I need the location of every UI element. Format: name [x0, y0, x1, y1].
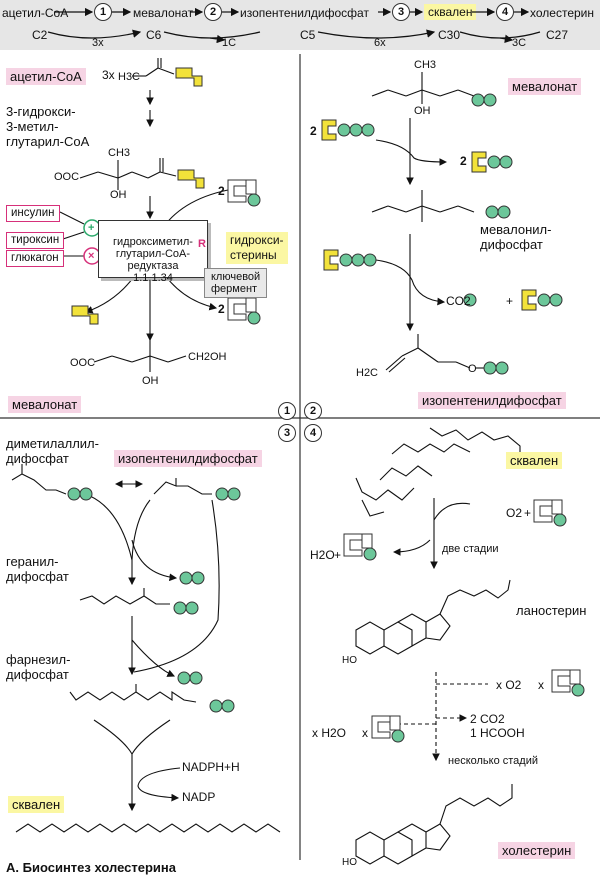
section-badge-4: 4	[304, 424, 322, 442]
mevalonate-oh2: OH	[414, 105, 431, 117]
lanosterol-ho: HO	[342, 655, 357, 666]
mevalonate-product-label: мевалонат	[8, 396, 82, 413]
header-cholesterol: холестерин	[530, 6, 594, 20]
step-badge-2: 2	[204, 3, 222, 21]
header-mevalonate: мевалонат	[133, 6, 194, 20]
figure-caption: А. Биосинтез холестерина	[6, 860, 176, 875]
mevalonate-ch2oh: CH2OH	[188, 351, 227, 363]
co2-label: CO2	[446, 294, 471, 308]
header-c27: C27	[546, 28, 569, 42]
mevalonate-oh: OH	[142, 375, 159, 387]
header-c6: C6	[146, 28, 162, 42]
squalene-product-label: сквален	[8, 796, 65, 813]
header-1c: 1C	[222, 37, 237, 49]
header-3x: 3x	[92, 37, 104, 49]
hydroxysterols-label: гидрокси- стерины	[226, 232, 288, 264]
acetyl-multiplier: 3x	[102, 68, 115, 82]
x-h2o-label: x H2O	[312, 726, 347, 740]
co2-out-label: 2 CO2	[470, 712, 505, 726]
x-nadph-label: x	[538, 678, 544, 692]
inhibitor-symbol: ×	[88, 250, 95, 262]
ipp-label-p3: изопентенилдифосфат	[114, 450, 262, 467]
repressor-symbol: R	[198, 238, 206, 250]
several-stages-label: несколько стадий	[448, 755, 539, 767]
section-badge-1: 1	[278, 402, 296, 420]
plus-sign-p4b: +	[334, 548, 342, 562]
plus-sign-p4a: +	[524, 506, 532, 520]
plus-sign-p2: +	[506, 294, 514, 308]
hmg-coa-label: 3-гидрокси- 3-метил- глутарил-CoA	[6, 104, 90, 149]
hmg-coo: OOC	[54, 171, 80, 183]
mevalonate-title: мевалонат	[508, 78, 582, 95]
adp-count: 2	[460, 154, 467, 168]
header-6x: 6x	[374, 37, 386, 49]
acetyl-methyl: H3C	[118, 71, 141, 83]
header-c30: C30	[438, 28, 461, 42]
geranyl-pp-label: геранил- дифосфат	[6, 554, 69, 584]
hmg-oh: OH	[110, 189, 127, 201]
insulin-box: инсулин	[6, 205, 60, 222]
x-nadp-label: x	[362, 726, 368, 740]
ipp-o: O	[468, 363, 477, 375]
cholesterol-label: холестерин	[498, 842, 576, 859]
o2-label: O2	[506, 506, 523, 520]
header-acetyl-coa: ацетил-CoA	[2, 6, 69, 20]
squalene-title: сквален	[506, 452, 563, 469]
two-stages-label: две стадии	[442, 543, 499, 555]
header-c2: C2	[32, 28, 48, 42]
atp-count: 2	[310, 124, 317, 138]
dmapp-label: диметилаллил- дифосфат	[6, 436, 99, 466]
thyroxine-box: тироксин	[6, 232, 65, 249]
x-o2-label: x O2	[496, 678, 522, 692]
header-3c: 3C	[512, 37, 527, 49]
cholesterol-ho: HO	[342, 857, 357, 868]
mevalonate-coo: OOC	[70, 357, 96, 369]
step-badge-3: 3	[392, 3, 410, 21]
header-c5: C5	[300, 28, 316, 42]
ipp-product-label: изопентенилдифосфат	[418, 392, 566, 409]
nadp-label: NADP	[182, 790, 216, 804]
lanosterol-label: ланостерин	[516, 603, 587, 618]
nadph-label: NADPH+H	[182, 760, 240, 774]
activator-symbol: +	[88, 222, 95, 234]
mevalonate-ch3: CH3	[414, 59, 437, 71]
nadph-count-out: 2	[218, 302, 225, 316]
header-ipp: изопентенилдифосфат	[240, 6, 369, 20]
key-enzyme-label: ключевой фермент	[204, 268, 268, 298]
step-badge-1: 1	[94, 3, 112, 21]
glucagon-box: глюкагон	[6, 250, 64, 267]
acetyl-coa-label: ацетил-CoA	[6, 68, 86, 85]
mevalonyl-pp-label: мевалонил- дифосфат	[480, 222, 552, 252]
nadph-count-in: 2	[218, 184, 225, 198]
farnesyl-pp-label: фарнезил- дифосфат	[6, 652, 71, 682]
hmg-coa-reductase-box: гидроксиметил- глутарил-CoA- редуктаза 1…	[98, 220, 208, 284]
section-badge-3: 3	[278, 424, 296, 442]
hmg-ch3: CH3	[108, 147, 131, 159]
hcooh-label: 1 HCOOH	[470, 726, 525, 740]
section-badge-2: 2	[304, 402, 322, 420]
h2o-label: H2O	[310, 548, 335, 562]
header-squalene: сквален	[424, 4, 477, 20]
enzyme-name: гидроксиметил- глутарил-CoA- редуктаза 1…	[113, 236, 193, 284]
ipp-h2c: H2C	[356, 367, 379, 379]
step-badge-4: 4	[496, 3, 514, 21]
